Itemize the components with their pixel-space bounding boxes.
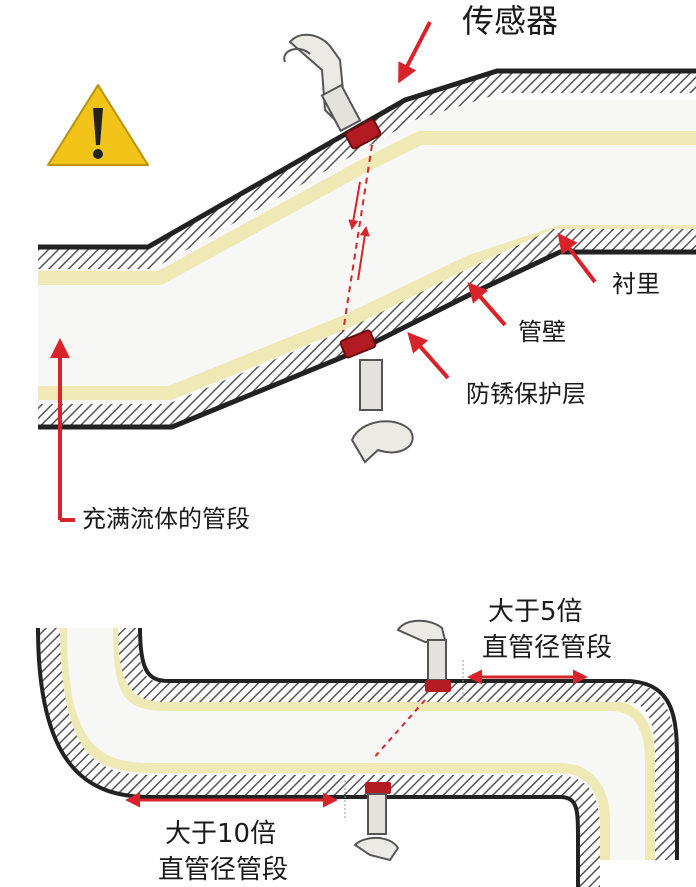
full-pipe-label: 充满流体的管段 [82,505,250,533]
top-lining-upper [38,131,696,285]
upstream-label-line1: 大于10倍 [165,819,276,849]
top-pipe-fluid [38,100,696,405]
top-sensor-lower [339,329,414,464]
top-sensor-upper [283,33,382,150]
top-lower-wall [38,229,696,426]
bottom-lining-upper [113,627,655,860]
bottom-signal-path [371,699,426,761]
downstream-label-line2: 直管径管段 [482,633,612,663]
top-lower-wall-outline [38,249,696,430]
lining-label: 衬里 [612,270,660,298]
bottom-pipe-diagram: 大于5倍 直管径管段 大于10倍 直管径管段 [36,597,679,887]
pipe-wall-label: 管壁 [518,318,566,346]
distance-arrows [125,669,588,808]
bottom-outer-wall [40,627,600,887]
downstream-label-line1: 大于5倍 [488,597,583,627]
bottom-lining-lower [57,627,610,860]
upstream-label-line2: 直管径管段 [158,855,288,885]
bottom-pipe-fluid [60,628,650,860]
top-pipe-diagram: 传感器 衬里 管壁 防锈保护层 充满流体的管段 [38,2,696,533]
bottom-sensor-lower [353,782,400,862]
warning-triangle-icon [47,84,149,166]
callout-arrows [50,21,597,522]
bottom-inner-wall [118,627,675,860]
anticorrosion-label: 防锈保护层 [466,380,586,408]
sensor-label: 传感器 [462,2,558,40]
bottom-sensor-upper [396,619,451,692]
top-signal-path [342,144,373,333]
